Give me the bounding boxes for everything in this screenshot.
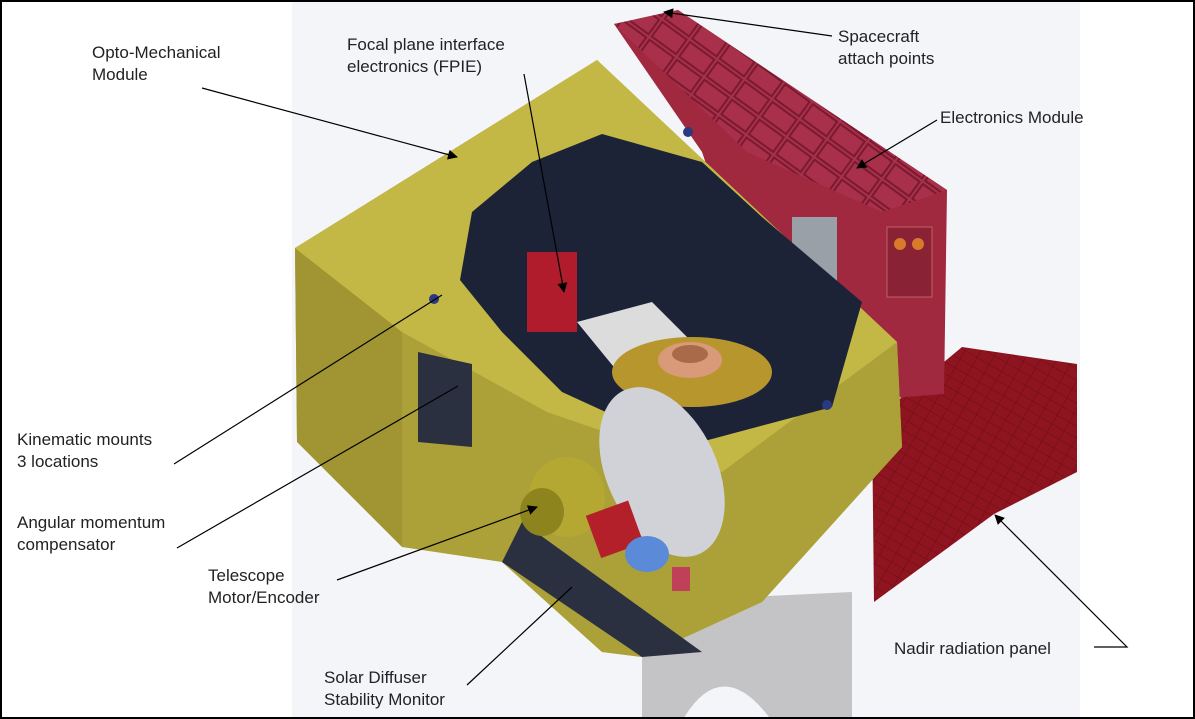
label-telescope-motor-encoder: Telescope Motor/Encoder [208,566,320,607]
module-side-face [295,248,402,547]
kinematic-mount [822,400,832,410]
label-nadir-radiation-panel: Nadir radiation panel [894,639,1051,658]
kinematic-mount [683,127,693,137]
label-spacecraft-attach-points: Spacecraft attach points [838,27,935,68]
label-kinematic-mounts: Kinematic mounts 3 locations [17,430,153,471]
leader-lines [173,8,1129,686]
label-fpie: Focal plane interface electronics (FPIE) [347,35,505,76]
label-electronics-module: Electronics Module [940,108,1084,127]
connector-panel-2 [886,226,933,298]
stability-monitor [625,536,669,572]
nadir-radiation-panel [872,347,1077,602]
label-solar-diffuser-stability-monitor: Solar Diffuser Stability Monitor [324,668,445,709]
label-angular-momentum-compensator: Angular momentum compensator [17,513,166,554]
fpie-unit [527,252,577,332]
electronics-module [614,10,947,400]
label-opto-mechanical-module: Opto-Mechanical Module [92,43,221,84]
side-window [418,352,472,447]
